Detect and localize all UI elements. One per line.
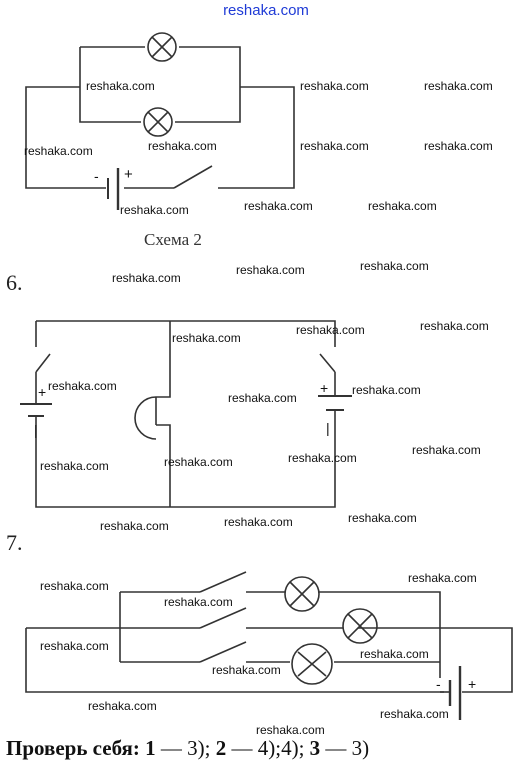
battery-minus-sign: | xyxy=(326,420,330,436)
answer-value-3: — 3) xyxy=(320,736,370,760)
watermark: reshaka.com xyxy=(288,451,357,465)
site-header[interactable]: reshaka.com xyxy=(223,2,309,19)
watermark: reshaka.com xyxy=(380,707,449,721)
watermark: reshaka.com xyxy=(40,579,109,593)
lamp-icon xyxy=(342,608,378,644)
watermark: reshaka.com xyxy=(412,443,481,457)
switch-icon xyxy=(173,165,213,189)
watermark: reshaka.com xyxy=(236,263,305,277)
watermark: reshaka.com xyxy=(212,663,281,677)
watermark: reshaka.com xyxy=(360,259,429,273)
scheme-2-circuit xyxy=(25,32,295,210)
lamp-icon xyxy=(143,107,173,137)
watermark: reshaka.com xyxy=(348,511,417,525)
watermark: reshaka.com xyxy=(424,139,493,153)
watermark: reshaka.com xyxy=(24,144,93,158)
watermark: reshaka.com xyxy=(88,699,157,713)
battery-icon xyxy=(318,385,352,440)
watermark: reshaka.com xyxy=(164,595,233,609)
watermark: reshaka.com xyxy=(300,139,369,153)
answer-number-1: 1 xyxy=(145,736,156,760)
watermark: reshaka.com xyxy=(120,203,189,217)
watermark: reshaka.com xyxy=(86,79,155,93)
watermark: reshaka.com xyxy=(424,79,493,93)
watermark: reshaka.com xyxy=(228,391,297,405)
watermark: reshaka.com xyxy=(100,519,169,533)
battery-minus-sign: - xyxy=(436,676,441,692)
problem-number-7: 7. xyxy=(6,530,23,555)
scheme-caption: Схема 2 xyxy=(144,230,202,249)
battery-plus-sign: + xyxy=(124,166,133,183)
watermark: reshaka.com xyxy=(352,383,421,397)
watermark: reshaka.com xyxy=(256,723,325,737)
watermark: reshaka.com xyxy=(172,331,241,345)
answer-number-2: 2 xyxy=(215,736,227,760)
watermark: reshaka.com xyxy=(408,571,477,585)
watermark: reshaka.com xyxy=(296,323,365,337)
lamp-icon xyxy=(284,576,320,612)
watermark: reshaka.com xyxy=(360,647,429,661)
battery-icon xyxy=(20,385,52,440)
battery-minus-sign: - xyxy=(94,168,99,184)
battery-minus-sign: | xyxy=(34,422,38,438)
battery-plus-sign: + xyxy=(38,384,47,400)
switch-icon xyxy=(319,353,336,380)
watermark: reshaka.com xyxy=(112,271,181,285)
watermark: reshaka.com xyxy=(300,79,369,93)
bell-icon xyxy=(134,396,157,440)
battery-plus-sign: + xyxy=(468,676,477,692)
problem-number-6: 6. xyxy=(6,270,23,295)
lamp-icon xyxy=(291,643,333,685)
problem-6-circuit xyxy=(20,320,352,508)
watermark: reshaka.com xyxy=(148,139,217,153)
answer-number-3: 3 xyxy=(309,736,321,760)
watermark: reshaka.com xyxy=(244,199,313,213)
watermark: reshaka.com xyxy=(224,515,293,529)
battery-icon xyxy=(440,666,462,720)
watermark: reshaka.com xyxy=(420,319,489,333)
watermark: reshaka.com xyxy=(164,455,233,469)
battery-plus-sign: + xyxy=(320,380,329,396)
watermark: reshaka.com xyxy=(40,639,109,653)
battery-icon xyxy=(107,168,120,210)
answer-line: Проверь себя: 1 — 3); 2 — 4);4); 3 — 3) xyxy=(6,736,369,761)
answer-label: Проверь себя: xyxy=(6,736,140,760)
lamp-icon xyxy=(147,32,177,62)
watermark: reshaka.com xyxy=(48,379,117,393)
answer-value-2: — 4);4); xyxy=(226,736,310,760)
watermark: reshaka.com xyxy=(40,459,109,473)
switch-icon xyxy=(35,353,51,380)
watermark: reshaka.com xyxy=(368,199,437,213)
problem-7-circuit xyxy=(25,571,513,720)
answer-value-1: — 3); xyxy=(155,736,216,760)
